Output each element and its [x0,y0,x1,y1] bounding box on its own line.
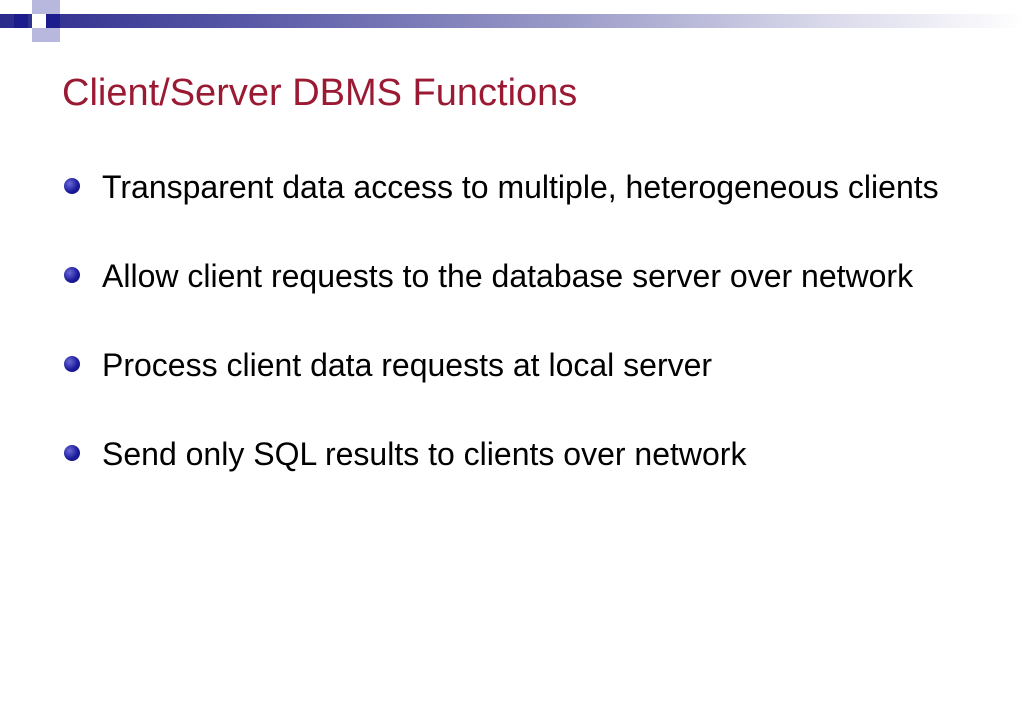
bullet-item: Send only SQL results to clients over ne… [62,433,962,475]
filled-circle-bullet-icon [64,356,80,372]
bullet-item: Allow client requests to the database se… [62,255,962,297]
bullet-item: Process client data requests at local se… [62,344,962,386]
header-gradient-band [0,14,1024,28]
bullet-text: Process client data requests at local se… [102,347,713,383]
filled-circle-bullet-icon [64,267,80,283]
bullet-text: Transparent data access to multiple, het… [102,169,939,205]
filled-circle-bullet-icon [64,178,80,194]
slide-title: Client/Server DBMS Functions [62,72,578,114]
bullet-list: Transparent data access to multiple, het… [62,166,962,522]
squares-logo-icon [0,0,80,60]
bullet-item: Transparent data access to multiple, het… [62,166,962,208]
bullet-text: Allow client requests to the database se… [102,258,914,294]
bullet-text: Send only SQL results to clients over ne… [102,436,747,472]
filled-circle-bullet-icon [64,445,80,461]
